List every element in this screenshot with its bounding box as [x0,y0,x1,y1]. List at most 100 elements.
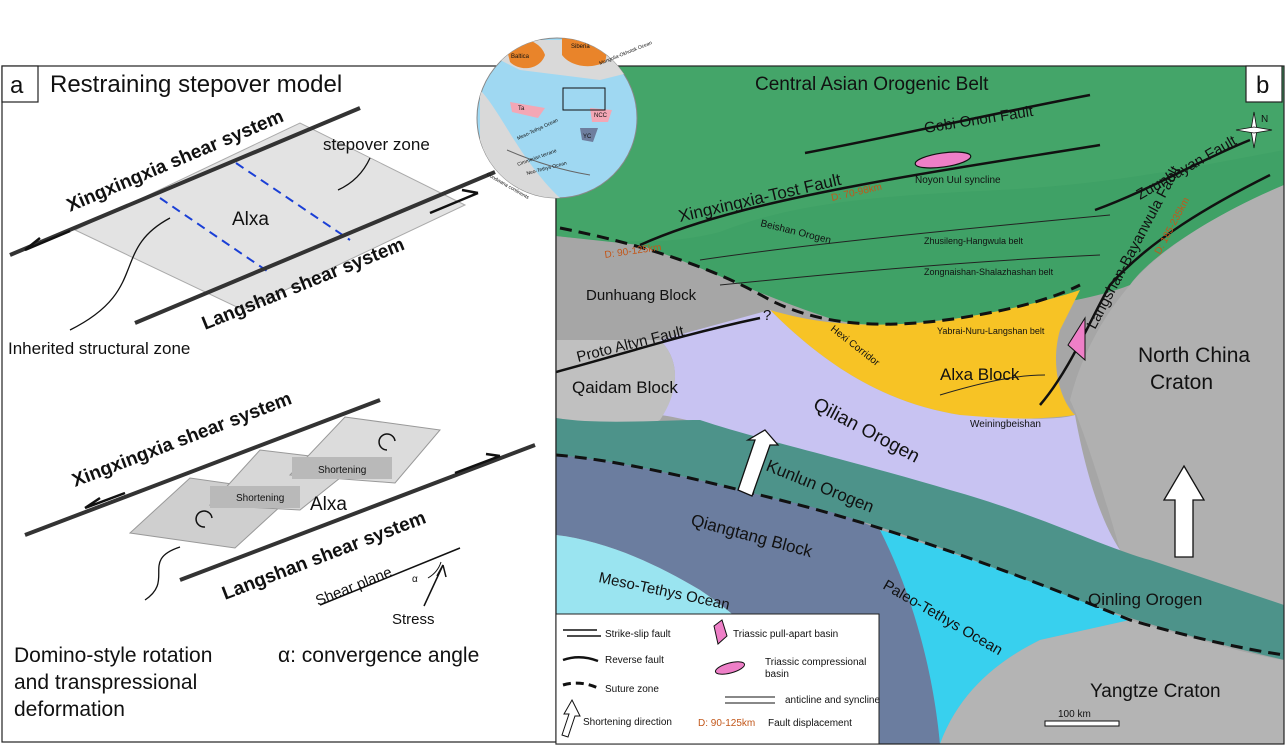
panel-a: a Restraining stepover model Xingxingxia… [1,65,557,743]
globe-mongol-label: Mongolia-Okhotsk Ocean [599,40,654,67]
stress-arrowhead [436,564,447,578]
globe-ncc-label: NCC [594,113,608,119]
legend-displacement: Fault displacement [768,718,852,729]
panel-b-label: b [1256,72,1269,99]
bottom-alxa-label: Alxa [310,494,347,515]
yangtze-craton-region [940,620,1284,744]
shear-plane-line [319,547,461,606]
belt-line-3 [939,374,1046,396]
noyon-label: Noyon Uul syncline [915,175,1001,186]
rotation-arrow-1 [378,433,396,451]
suture-south [556,453,1284,657]
legend-reverse: Reverse fault [605,655,664,666]
caob-label: Central Asian Orogenic Belt [755,74,989,95]
north-china-craton-region [1070,185,1284,610]
alxa-block-region [770,290,1080,419]
caob-north-shade [556,66,1284,242]
globe-study-area [562,87,606,111]
globe-baltica-label: Baltica [511,54,530,60]
noyon-uul-basin [914,151,972,169]
globe-yc [580,128,598,142]
bottom-xingxingxia-line [24,398,381,537]
alxa-block-label: Alxa Block [940,365,1020,384]
legend-suture-icon [562,681,599,690]
domino-caption-2: and transpressional [14,671,197,694]
panel-a-label: a [10,72,24,99]
legend-shortening-icon [561,698,581,738]
left-motion-arrow [24,229,71,252]
question-mark: ? [763,307,771,324]
legend-reverse-icon [562,656,599,663]
legend-displacement-prefix: D: 90-125km [698,718,755,729]
zongnaishan-label: Zongnaishan-Shalazhashan belt [924,267,1054,277]
panel-b-label-box [1245,65,1283,103]
panel-a-label-box [1,65,39,103]
bottom-right-motion [454,452,501,475]
weiningbeishan-label: Weiningbeishan [970,419,1041,430]
shortening-label-1: Shortening [236,493,284,504]
stepover-pointer [337,157,371,191]
belt-line-2 [719,254,1101,286]
north-china-label-2: Craton [1150,371,1213,394]
inherited-label: Inherited structural zone [8,339,190,358]
panel-b-frame [555,65,1285,745]
proto-altyn-fault [556,316,761,374]
globe-ncc [590,108,612,122]
qinling-label: Qinling Orogen [1088,590,1202,609]
legend-pull-apart: Triassic pull-apart basin [733,629,838,640]
legend-compressional-1: Triassic compressional [765,657,866,668]
qaidam-block-region [556,340,675,426]
kunlun-orogen-region [556,418,1284,660]
legend-anticline: anticline and syncline [785,695,880,706]
stepover-zone-label: stepover zone [323,135,430,154]
bottom-langshan-line [179,443,536,582]
legend-shortening: Shortening direction [583,717,672,728]
pull-apart-basin [1067,316,1086,362]
inherited-line-1 [159,197,271,274]
stepover-model: Xingxingxia shear system Langshan shear … [8,106,496,358]
shortening-box-2 [292,457,392,479]
stress-label: Stress [392,611,435,628]
panel-a-title: Restraining stepover model [50,71,342,98]
inherited-line-2 [235,162,351,241]
yangtze-label: Yangtze Craton [1090,681,1221,702]
zhusileng-label: Zhusileng-Hangwula belt [924,236,1024,246]
langshan-fault-line [134,170,496,325]
scale-bar: 100 km [1044,709,1120,727]
legend: Strike-slip fault Reverse fault Suture z… [555,613,880,745]
domino-pointer [144,546,181,601]
scale-label: 100 km [1058,709,1091,720]
alpha-label: α [412,574,418,585]
stepover-block [73,122,467,311]
legend-pull-apart-icon [713,619,728,645]
gobi-onon-fault [804,93,1091,155]
rotation-arrow-2 [195,510,213,528]
shortening-label-2: Shortening [318,465,366,476]
alpha-arc [427,561,442,579]
shortening-arrow-left [737,429,780,497]
legend-anticline-icon [725,696,775,704]
north-arrow-icon: N [1235,111,1273,149]
legend-suture: Suture zone [605,684,659,695]
belt-line-1 [699,214,1111,261]
globe-tarim [510,102,545,118]
xingxingxia-tost-fault [639,143,1101,247]
domino-caption-3: deformation [14,698,125,721]
domino-caption-1: Domino-style rotation [14,644,212,667]
globe-siberia-label: Siberia [571,44,590,50]
shortening-box-1 [210,486,300,508]
yabrai-label: Yabrai-Nuru-Langshan belt [937,326,1045,336]
right-motion-arrow [429,188,479,215]
qilian-orogen-region [660,310,1120,550]
top-alxa-label: Alxa [232,209,269,230]
globe-gondwana [480,90,560,198]
north-china-label-1: North China [1138,344,1250,367]
globe-yc-label: YC [583,134,592,140]
convergence-caption: α: convergence angle [278,644,479,667]
bottom-left-motion [84,491,126,510]
shortening-arrow-right [1162,464,1206,558]
legend-strike-slip: Strike-slip fault [605,629,671,640]
suture-north [559,226,1081,326]
globe-tarim-label: Ta [518,106,525,112]
